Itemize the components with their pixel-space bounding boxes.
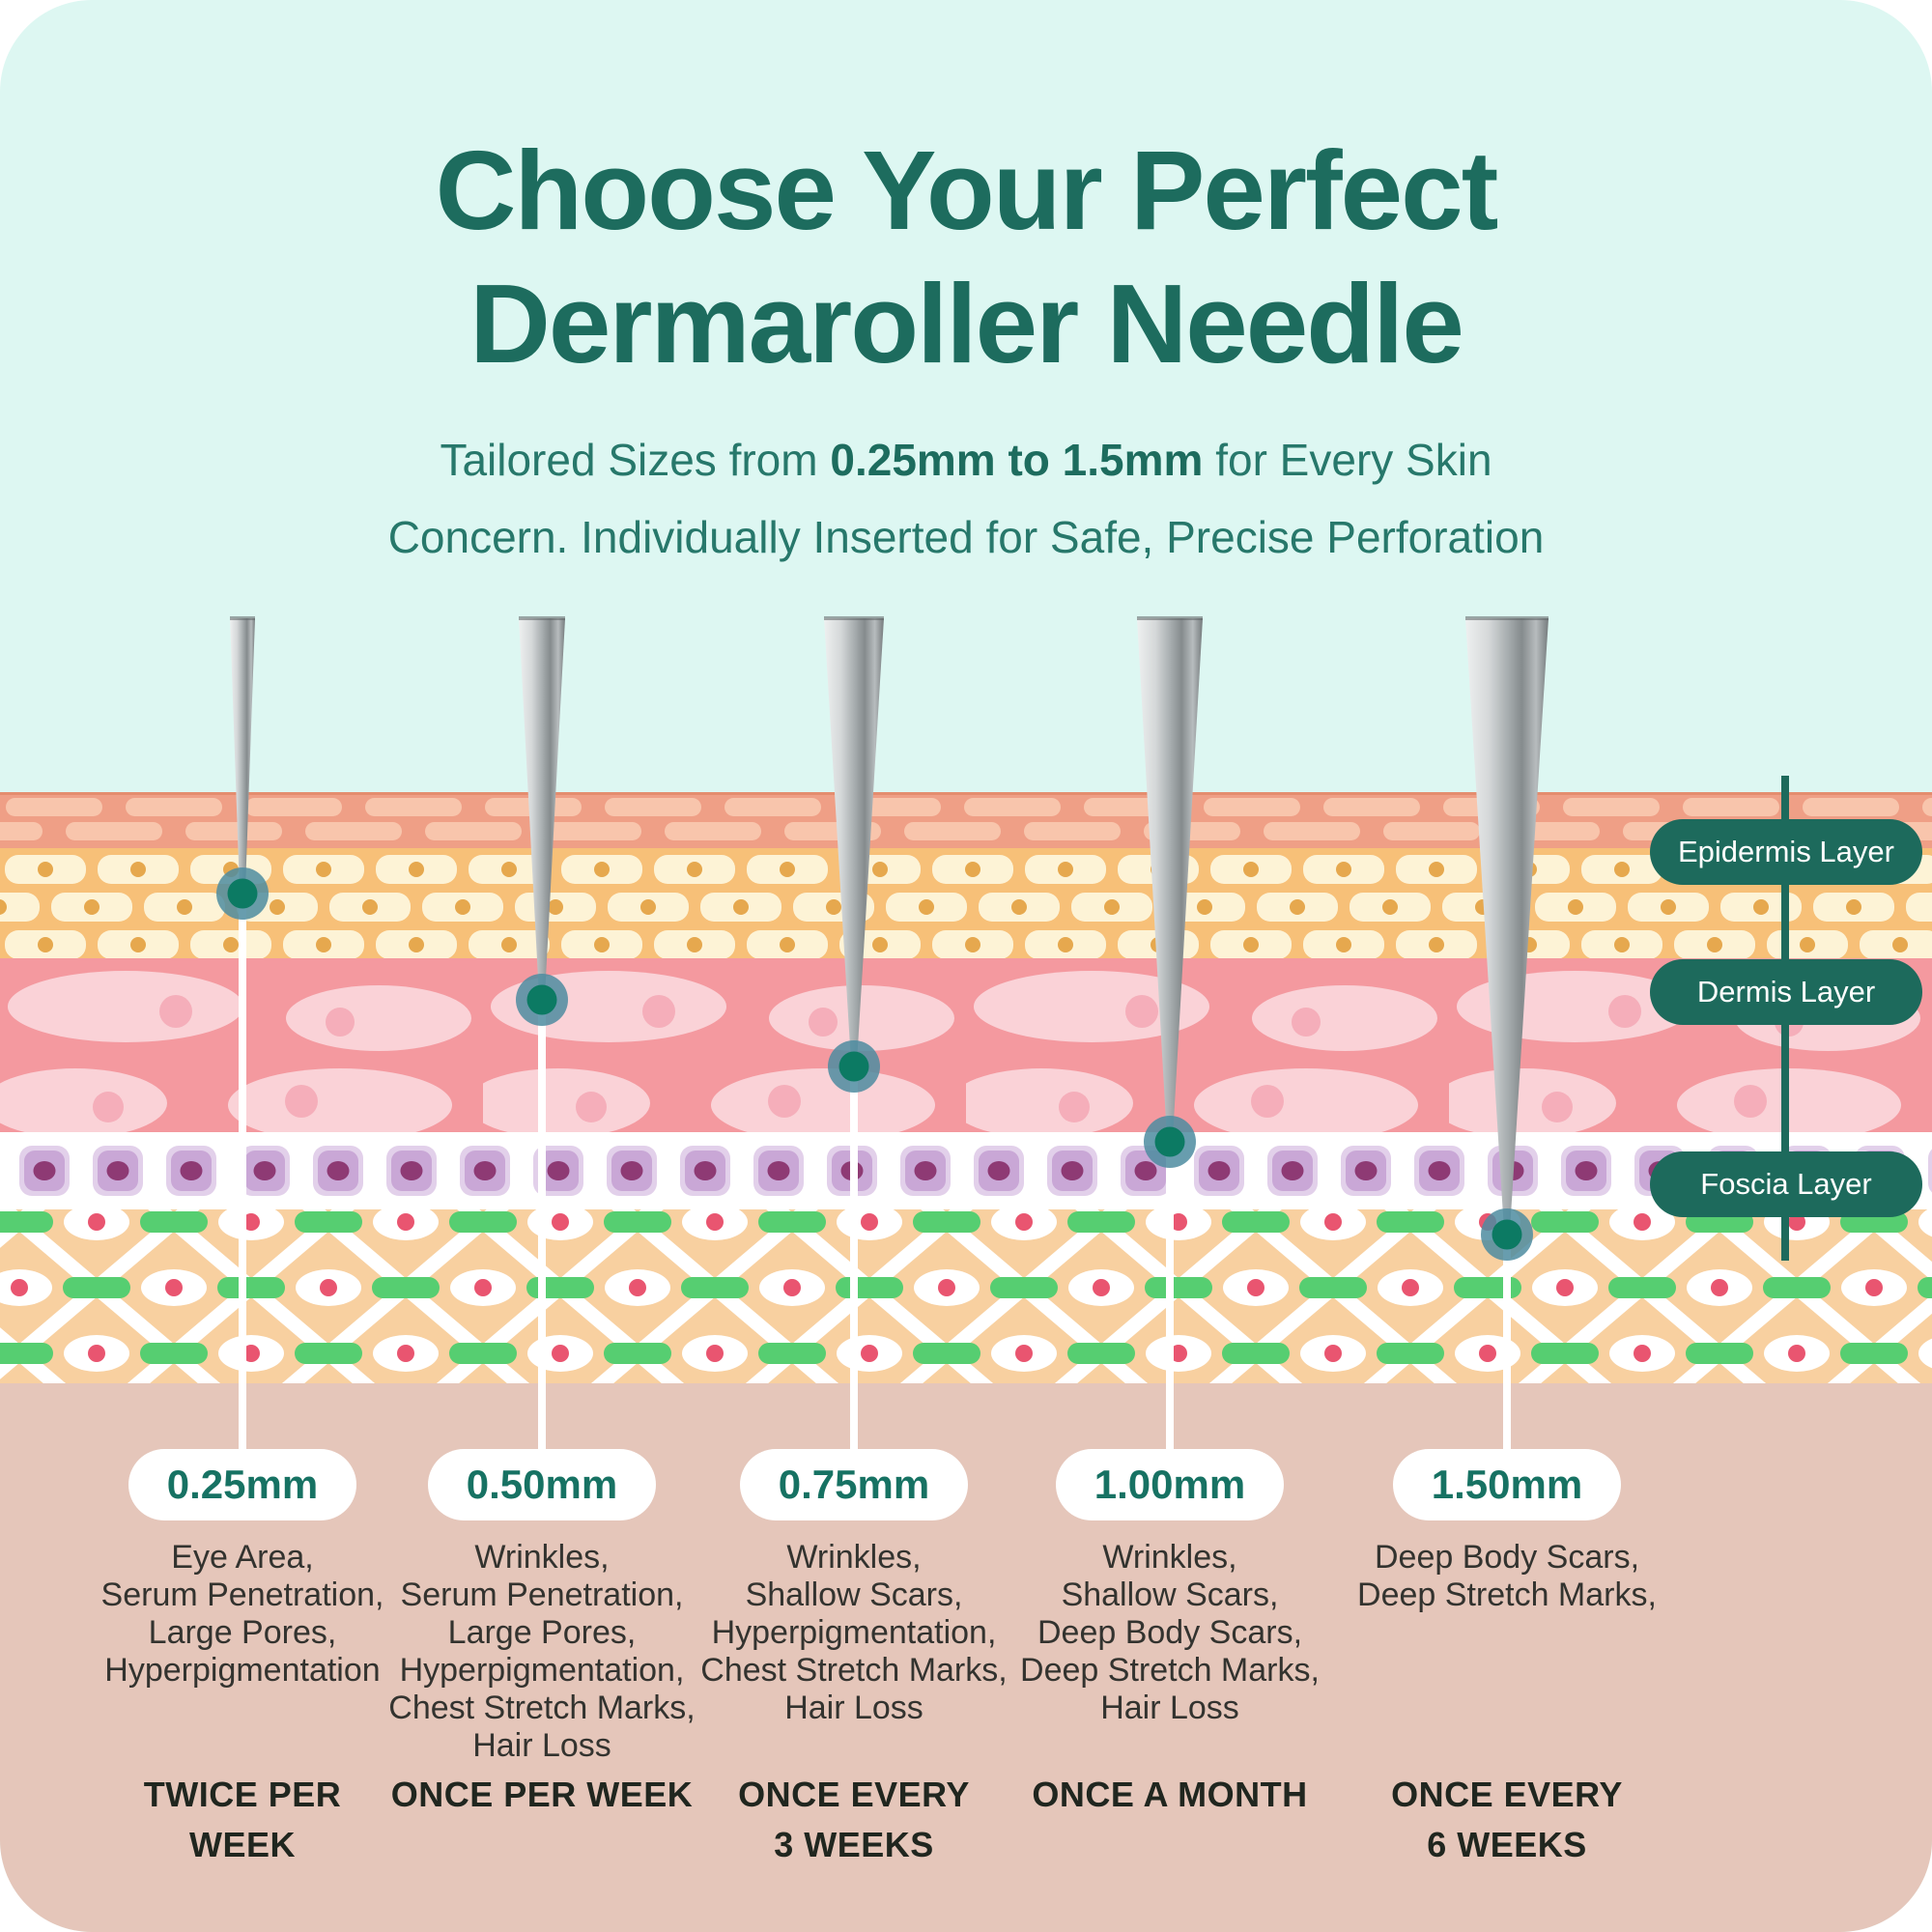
concern-line: Shallow Scars, [745, 1577, 963, 1613]
concern-line: Deep Body Scars, [1037, 1614, 1303, 1651]
concern-line: Wrinkles, [1102, 1539, 1237, 1576]
skin-cross-section-illustration [0, 792, 1932, 1383]
epidermis-corneum-band [0, 795, 1932, 848]
size-pill-150mm: 1.50mm [1393, 1449, 1621, 1520]
frequency-line: 6 WEEKS [1427, 1825, 1587, 1864]
title-line-2: Dermaroller Needle [469, 261, 1464, 386]
concern-line: Large Pores, [447, 1614, 637, 1651]
concern-line: Hair Loss [1100, 1690, 1239, 1726]
frequency-050mm: ONCE PER WEEK [387, 1770, 696, 1820]
concern-line: Serum Penetration, [400, 1577, 684, 1613]
dermis-band [0, 958, 1932, 1132]
size-pill-100mm: 1.00mm [1056, 1449, 1284, 1520]
size-text-100mm: 1.00mm [1094, 1462, 1246, 1507]
frequency-line: ONCE PER WEEK [390, 1775, 694, 1814]
concern-line: Hyperpigmentation, [711, 1614, 997, 1651]
fascia-band [0, 1209, 1932, 1383]
size-text-150mm: 1.50mm [1431, 1462, 1583, 1507]
subtitle-line-2: Concern. Individually Inserted for Safe,… [387, 512, 1545, 562]
concern-line: Eye Area, [171, 1539, 314, 1576]
frequency-025mm: TWICE PER WEEK [88, 1770, 397, 1870]
subtitle-suffix: for Every Skin [1203, 435, 1492, 485]
concern-line: Hair Loss [784, 1690, 923, 1726]
frequency-line: 3 WEEKS [774, 1825, 934, 1864]
size-text-050mm: 0.50mm [466, 1462, 618, 1507]
label-dermis-layer: Dermis Layer [1650, 959, 1922, 1025]
subtitle-line-1: Tailored Sizes from 0.25mm to 1.5mm for … [0, 421, 1932, 498]
concern-line: Serum Penetration, [100, 1577, 384, 1613]
size-pill-025mm: 0.25mm [128, 1449, 356, 1520]
frequency-075mm: ONCE EVERY 3 WEEKS [699, 1770, 1009, 1870]
concern-line: Hyperpigmentation, [399, 1652, 685, 1689]
concern-line: Chest Stretch Marks, [700, 1652, 1008, 1689]
basement-membrane-band [0, 1132, 1932, 1209]
concerns-025mm: Eye Area, Serum Penetration, Large Pores… [59, 1539, 426, 1690]
concern-line: Deep Stretch Marks, [1020, 1652, 1320, 1689]
page-title: Choose Your Perfect Dermaroller Needle [0, 124, 1932, 390]
foscia-layer-text: Foscia Layer [1700, 1167, 1872, 1201]
size-pill-075mm: 0.75mm [740, 1449, 968, 1520]
epidermis-cell-band [0, 848, 1932, 958]
subtitle-size-range: 0.25mm to 1.5mm [830, 435, 1204, 485]
concern-line: Hair Loss [472, 1727, 611, 1764]
concern-line: Hyperpigmentation [104, 1652, 381, 1689]
concern-line: Wrinkles, [786, 1539, 922, 1576]
concerns-050mm: Wrinkles, Serum Penetration, Large Pores… [358, 1539, 725, 1765]
frequency-line: ONCE A MONTH [1032, 1775, 1308, 1814]
title-line-1: Choose Your Perfect [435, 128, 1499, 253]
frequency-100mm: ONCE A MONTH [1015, 1770, 1324, 1820]
concern-line: Deep Stretch Marks, [1357, 1577, 1657, 1613]
frequency-line: TWICE PER WEEK [143, 1775, 342, 1864]
epidermis-layer-text: Epidermis Layer [1678, 835, 1894, 868]
concerns-100mm: Wrinkles, Shallow Scars, Deep Body Scars… [986, 1539, 1353, 1727]
concern-line: Large Pores, [148, 1614, 337, 1651]
concerns-150mm: Deep Body Scars, Deep Stretch Marks, [1323, 1539, 1690, 1614]
concern-line: Wrinkles, [474, 1539, 610, 1576]
size-text-025mm: 0.25mm [166, 1462, 319, 1507]
concern-line: Chest Stretch Marks, [388, 1690, 696, 1726]
frequency-line: ONCE EVERY [738, 1775, 970, 1814]
size-text-075mm: 0.75mm [778, 1462, 930, 1507]
size-pill-050mm: 0.50mm [428, 1449, 656, 1520]
concern-line: Deep Body Scars, [1374, 1539, 1640, 1576]
page-subtitle: Tailored Sizes from 0.25mm to 1.5mm for … [0, 421, 1932, 576]
concern-line: Shallow Scars, [1061, 1577, 1279, 1613]
subtitle-prefix: Tailored Sizes from [440, 435, 831, 485]
label-foscia-layer: Foscia Layer [1650, 1151, 1922, 1217]
frequency-line: ONCE EVERY [1391, 1775, 1623, 1814]
label-epidermis-layer: Epidermis Layer [1650, 819, 1922, 885]
dermis-layer-text: Dermis Layer [1696, 975, 1876, 1009]
concerns-075mm: Wrinkles, Shallow Scars, Hyperpigmentati… [670, 1539, 1037, 1727]
frequency-150mm: ONCE EVERY 6 WEEKS [1352, 1770, 1662, 1870]
